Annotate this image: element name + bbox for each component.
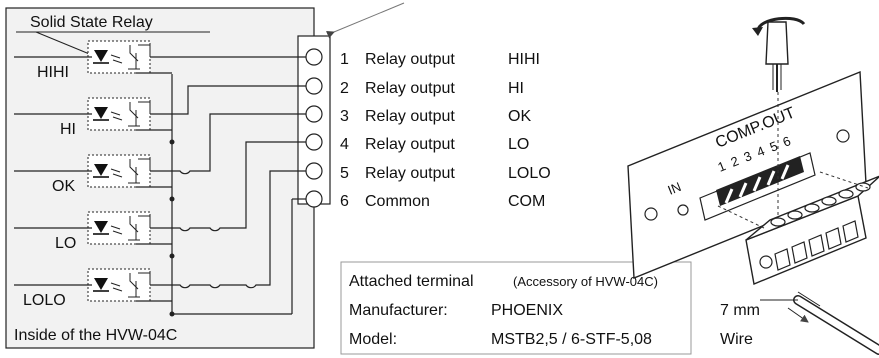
relay-module [14, 40, 172, 74]
wire-label: Wire [720, 331, 753, 348]
info-frame [340, 261, 692, 355]
terminal-desc: Relay output [365, 165, 455, 182]
terminal-num: 6 [340, 193, 349, 210]
plug-screws [770, 182, 871, 227]
terminal-desc: Relay output [365, 51, 455, 68]
terminal-num: 3 [340, 108, 349, 125]
alignment-lines [717, 92, 869, 229]
relay-module [14, 211, 172, 245]
terminal-desc: Common [365, 193, 430, 210]
terminal-signal: COM [508, 193, 545, 210]
rotation-arrow [756, 16, 806, 31]
relay-label-ok: OK [52, 178, 75, 195]
model-value: MSTB2,5 / 6-STF-5,08 [491, 331, 652, 348]
terminal-signal: OK [508, 108, 531, 125]
screwdriver [752, 16, 806, 92]
relay-modules [14, 40, 172, 302]
dimension-mark [797, 291, 821, 307]
bus-junctions [169, 139, 175, 317]
in-label: IN [666, 179, 684, 198]
terminal-info-box: Attached terminal (Accessory of HVW-04C)… [340, 261, 692, 355]
terminal-num: 1 [340, 51, 349, 68]
output-wires [150, 56, 306, 289]
panel-screw-right [836, 129, 850, 143]
manufacturer-label: Manufacturer: [349, 302, 448, 319]
socket-pins [716, 156, 804, 206]
dimension-arrow [787, 307, 809, 323]
pointer-arrow [326, 2, 405, 39]
terminal-num: 5 [340, 165, 349, 182]
info-title: Attached terminal [349, 273, 474, 290]
terminal-num: 2 [340, 80, 349, 97]
relay-module [14, 268, 172, 302]
terminal-num: 4 [340, 136, 349, 153]
wire [760, 291, 879, 355]
inside-label: Inside of the HVW-04C [14, 327, 177, 344]
wire-length: 7 mm [720, 302, 760, 319]
relay-label-lolo: LOLO [23, 292, 66, 309]
terminal-signal: HI [508, 80, 524, 97]
terminal-desc: Relay output [365, 136, 455, 153]
relay-module [14, 154, 172, 188]
terminal-desc: Relay output [365, 108, 455, 125]
terminal-signal: HIHI [508, 51, 540, 68]
manufacturer-value: PHOENIX [491, 302, 563, 319]
ssr-title: Solid State Relay [30, 14, 153, 31]
terminal-table: 1 Relay output HIHI 2 Relay output HI 3 … [340, 51, 551, 210]
info-accessory: (Accessory of HVW-04C) [513, 274, 658, 289]
relay-label-hihi: HIHI [37, 64, 69, 81]
terminal-signal: LOLO [508, 165, 551, 182]
in-jack [677, 204, 689, 216]
terminal-signal: LO [508, 136, 529, 153]
panel-screw-left [644, 207, 658, 221]
relay-enclosure [5, 7, 315, 349]
relay-module [14, 97, 172, 131]
terminal-desc: Relay output [365, 80, 455, 97]
terminal-plug [745, 175, 879, 285]
relay-label-lo: LO [55, 235, 76, 252]
plug-flange-screw [759, 255, 773, 269]
model-label: Model: [349, 331, 397, 348]
wire-openings [774, 220, 859, 271]
relay-label-hi: HI [60, 121, 76, 138]
